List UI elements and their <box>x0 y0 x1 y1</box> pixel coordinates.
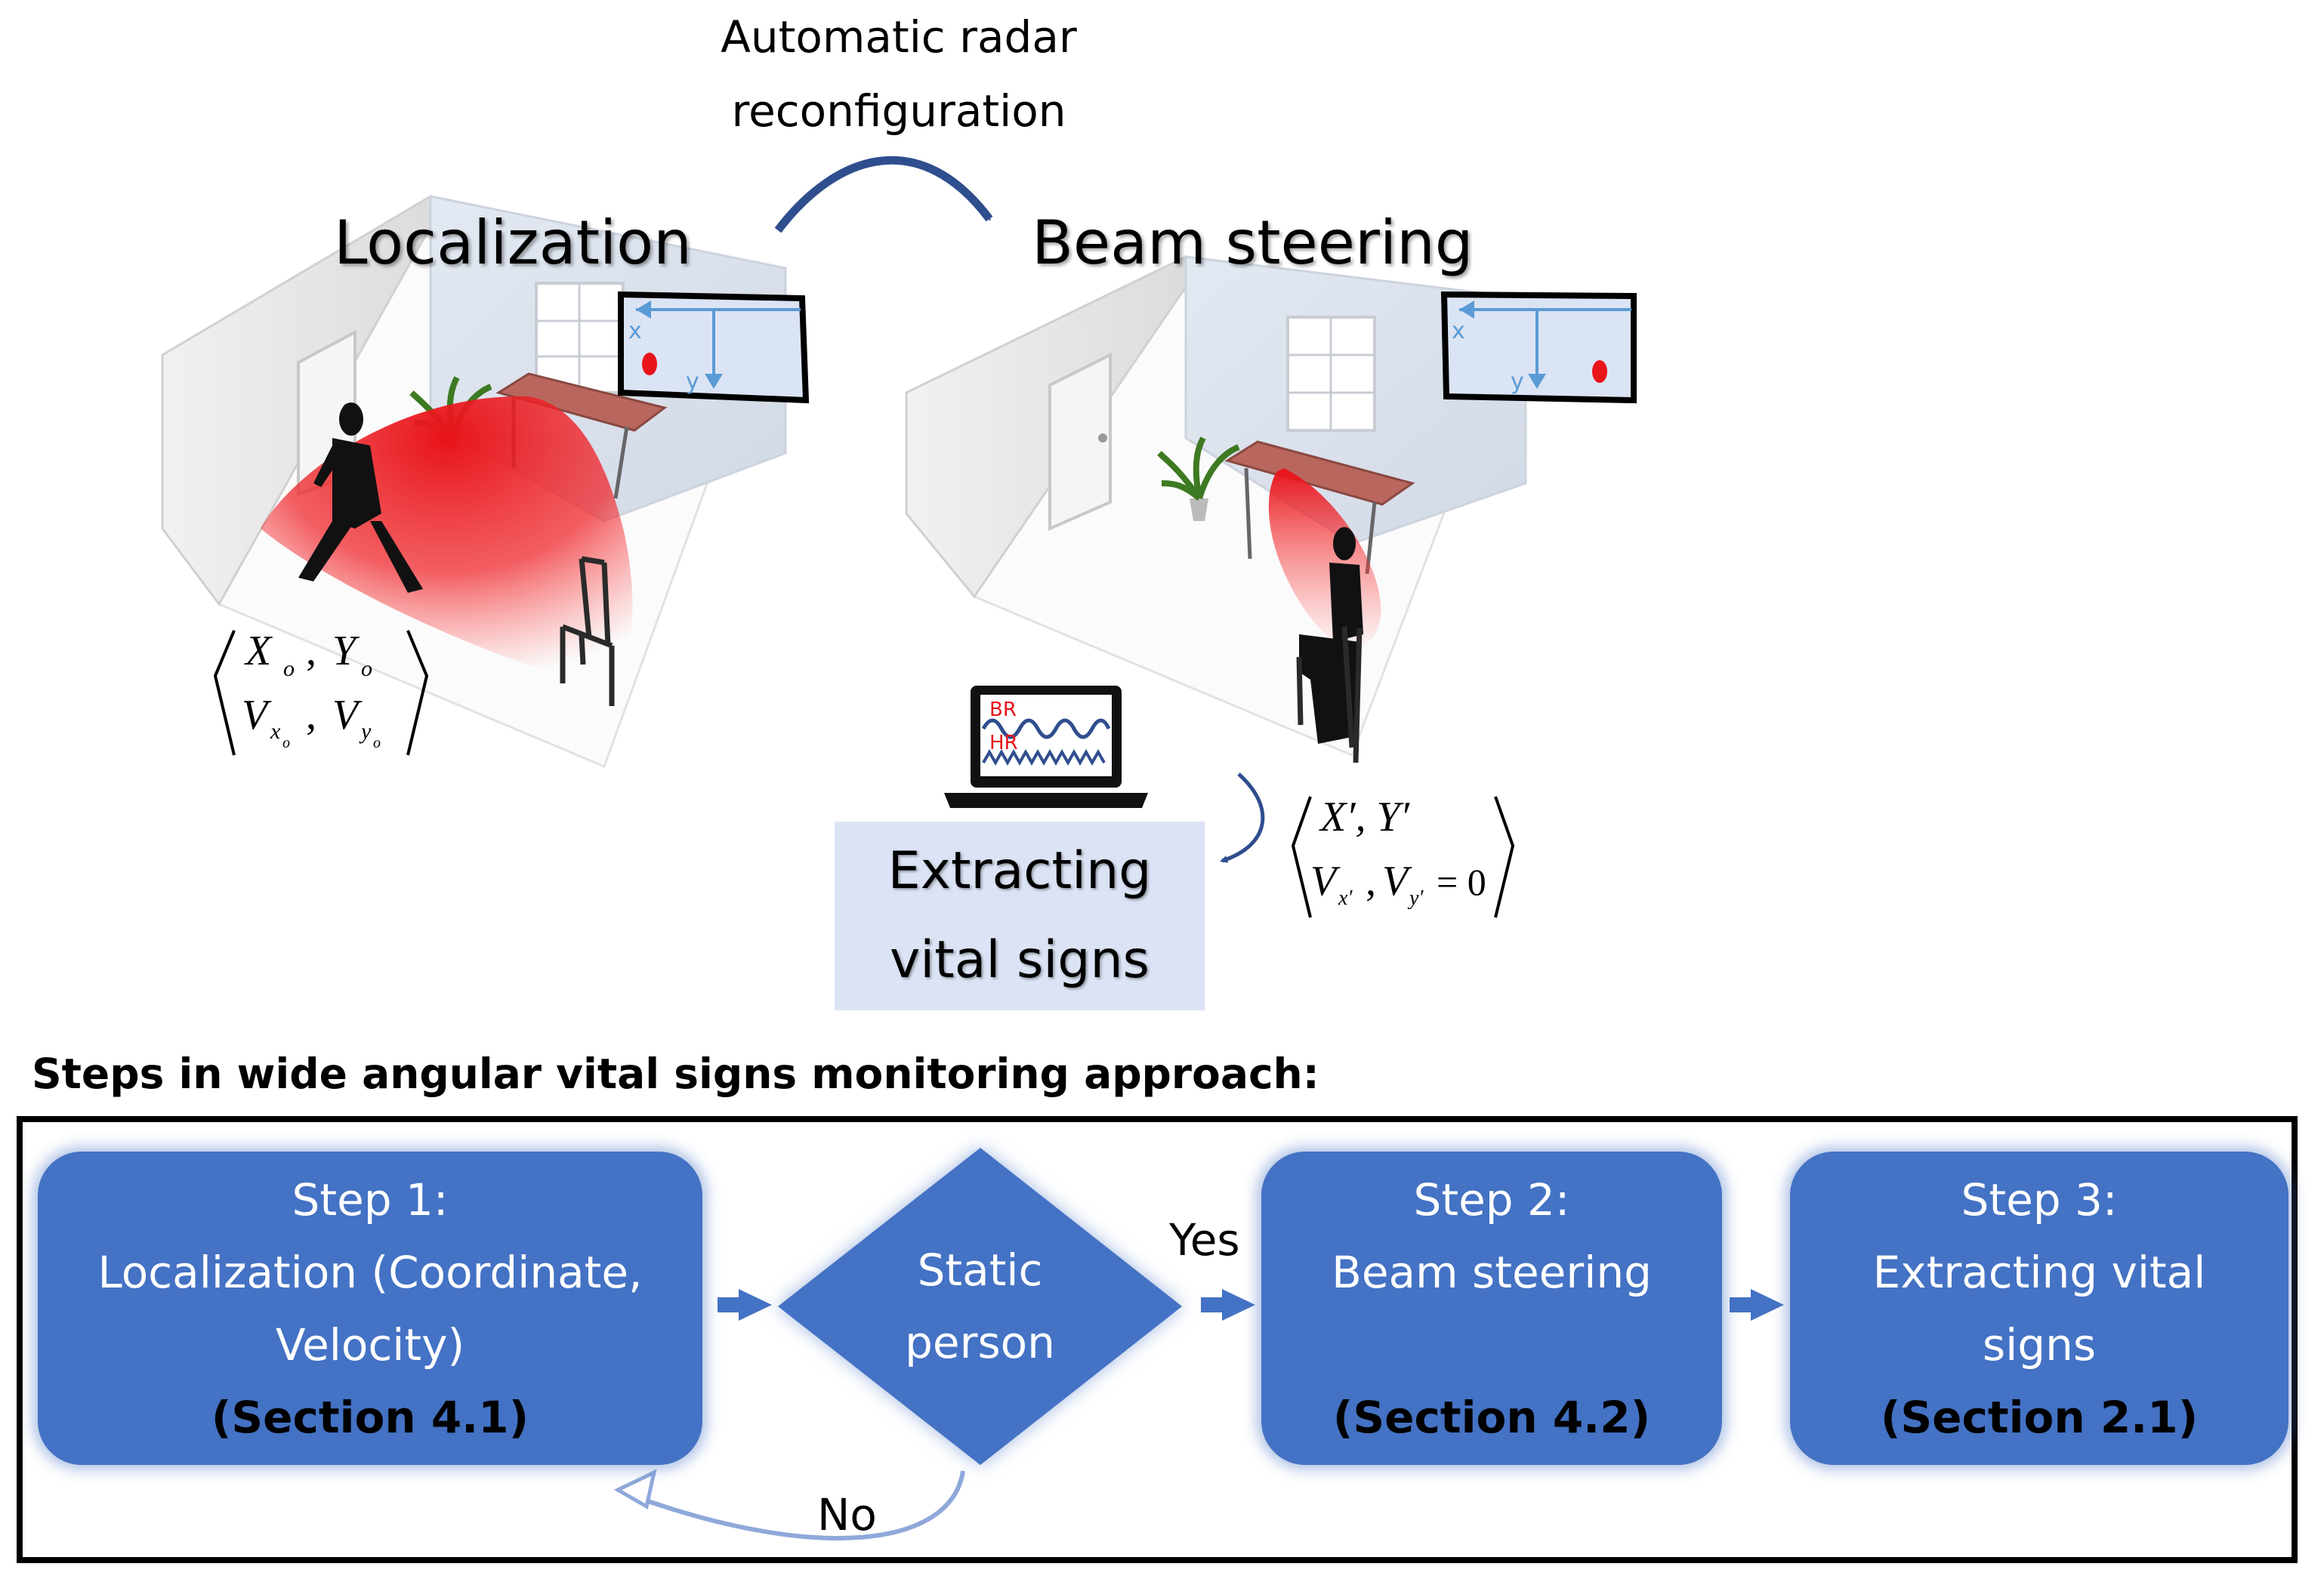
flow-arrow-1 <box>718 1289 772 1321</box>
extracting-vital-signs-box: Extracting vital signs <box>835 822 1205 1010</box>
beam-steering-room: x y <box>905 254 1637 763</box>
no-label: No <box>817 1489 877 1540</box>
localization-title: Localization <box>334 208 692 278</box>
breathing-waveform <box>981 718 1111 739</box>
right-room-door <box>1048 352 1112 532</box>
svg-text:x′: x′ <box>1338 887 1353 910</box>
extract-line2: vital signs <box>890 930 1150 990</box>
right-room-table <box>1224 440 1415 506</box>
extract-line1: Extracting <box>887 841 1152 901</box>
step2-box: Step 2: Beam steering (Section 4.2) <box>1261 1152 1722 1465</box>
x-axis-label: x <box>628 318 642 344</box>
svg-text:o: o <box>373 735 381 751</box>
svg-text:,: , <box>306 628 316 674</box>
step3-box: Step 3: Extracting vital signs (Section … <box>1790 1152 2289 1465</box>
step1-title: Step 1: <box>292 1173 449 1226</box>
reconfiguration-label-line1: Automatic radar <box>721 11 1077 63</box>
svg-text:X: X <box>244 628 273 674</box>
step2-section: (Section 4.2) <box>1332 1391 1651 1443</box>
step2-title: Step 2: <box>1413 1173 1570 1226</box>
decision-text: Static person <box>831 1234 1129 1379</box>
step3-line3: signs <box>1982 1318 2097 1371</box>
steps-heading: Steps in wide angular vital signs monito… <box>32 1050 1319 1098</box>
step1-line3: Velocity) <box>275 1318 465 1371</box>
target-dot <box>642 353 657 375</box>
initial-state-formula: X o , Y o V x o , V y o <box>213 628 429 756</box>
svg-text:x: x <box>270 719 281 744</box>
yes-label: Yes <box>1169 1214 1240 1266</box>
step3-line2: Extracting vital <box>1872 1246 2206 1298</box>
step1-box: Step 1: Localization (Coordinate, Veloci… <box>38 1152 702 1465</box>
svg-text:Y: Y <box>332 628 360 674</box>
heart-waveform <box>982 748 1106 766</box>
svg-text:o: o <box>283 656 295 681</box>
flow-arrow-2 <box>1730 1289 1784 1321</box>
svg-text:y′: y′ <box>1407 887 1424 910</box>
svg-text:,: , <box>1366 858 1376 905</box>
step3-title: Step 3: <box>1961 1173 2118 1226</box>
svg-text:V: V <box>242 692 272 739</box>
svg-text:o: o <box>282 735 290 751</box>
beam-steering-radar-map: x y <box>1440 291 1637 404</box>
svg-text:y: y <box>359 719 372 744</box>
svg-text:= 0: = 0 <box>1437 861 1486 903</box>
decision-line2: person <box>905 1317 1055 1368</box>
step1-section: (Section 4.1) <box>211 1391 529 1443</box>
flowchart-frame <box>17 1116 2298 1563</box>
target-dot <box>1592 360 1607 383</box>
right-room-plant <box>1157 436 1240 521</box>
laptop-icon: BR HR <box>944 686 1148 808</box>
step2-line2: Beam steering <box>1332 1246 1652 1298</box>
decision-line1: Static <box>917 1244 1043 1296</box>
step3-section: (Section 2.1) <box>1880 1391 2199 1443</box>
localization-radar-map: x y <box>618 291 810 404</box>
to-extraction-arrow <box>1220 772 1265 863</box>
svg-text:V: V <box>332 692 363 739</box>
br-label: BR <box>989 698 1017 721</box>
svg-text:,: , <box>306 692 316 739</box>
no-loop-arrow <box>625 1470 965 1540</box>
hr-label: HR <box>989 732 1018 754</box>
x-axis-label: x <box>1452 318 1465 344</box>
localization-room: x y <box>161 194 810 768</box>
y-axis-label: y <box>686 369 699 395</box>
walking-person <box>298 402 423 593</box>
left-room-table <box>495 372 668 432</box>
svg-text:V: V <box>1382 858 1412 905</box>
svg-text:V: V <box>1310 858 1341 905</box>
reconfiguration-label-line2: reconfiguration <box>731 85 1066 137</box>
step1-line2: Localization (Coordinate, <box>97 1246 643 1298</box>
beam-steering-title: Beam steering <box>1032 208 1474 278</box>
y-axis-label: y <box>1511 369 1524 395</box>
right-room-chair <box>1296 626 1363 763</box>
reconfiguration-arrow <box>774 156 993 233</box>
final-state-formula: X′, Y′ V x′ , V y′ = 0 <box>1291 794 1515 918</box>
svg-text:o: o <box>361 656 372 681</box>
flow-arrow-yes <box>1201 1289 1255 1321</box>
reconfiguration-label: Automatic radar reconfiguration <box>680 0 1118 148</box>
decision-diamond <box>778 1148 1182 1465</box>
left-room-chair <box>560 556 615 706</box>
svg-text:X′, Y′: X′, Y′ <box>1319 794 1410 840</box>
